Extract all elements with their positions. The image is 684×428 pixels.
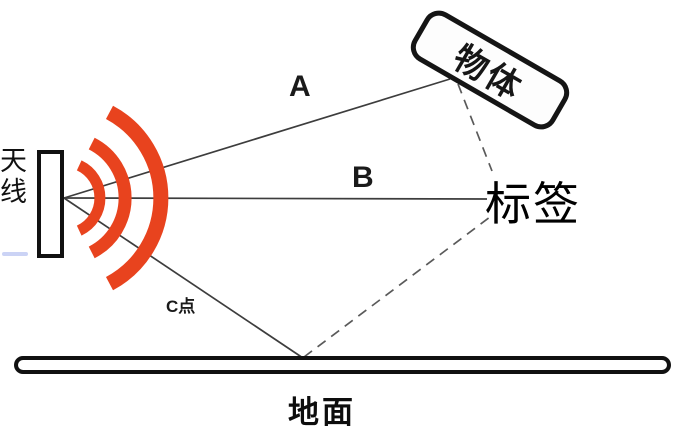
ground-bar xyxy=(14,356,671,374)
wave-arc-outer xyxy=(105,105,169,291)
wave-arc-middle xyxy=(88,137,132,259)
ray-b-label: B xyxy=(352,161,374,194)
point-c-label: C点 xyxy=(166,297,196,316)
dashed-ground-to-tag-line xyxy=(303,216,491,358)
ray-c-line xyxy=(63,197,304,359)
antenna-rect xyxy=(37,150,64,258)
blue-smudge-artifact xyxy=(2,252,28,256)
dashed-object-to-tag-line xyxy=(457,83,493,172)
ray-b-line xyxy=(63,197,488,200)
ground-label: 地面 xyxy=(288,395,356,428)
wave-arc-inner xyxy=(76,160,106,236)
tag-label: 标签 xyxy=(485,178,581,230)
ray-a-label: A xyxy=(289,70,311,103)
antenna-label: 天线 xyxy=(0,146,27,207)
